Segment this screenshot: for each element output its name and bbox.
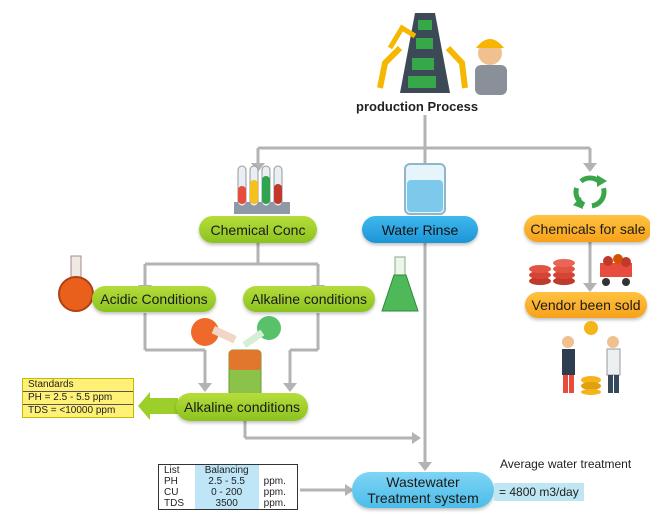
arrow-to-standards <box>138 392 178 420</box>
table-cell: ppm. <box>263 498 286 509</box>
production-process-label: production Process <box>356 99 479 114</box>
factory-robot-icon <box>377 13 507 95</box>
chemicals-for-sale-node[interactable]: Chemicals for sale <box>524 215 650 242</box>
flask-icon <box>58 255 94 312</box>
table-cell: CU <box>164 487 179 498</box>
test-tubes-icon <box>234 165 290 214</box>
mixing-beaker-icon <box>191 316 281 397</box>
chemical-conc-node[interactable]: Chemical Conc <box>199 216 317 243</box>
table-row: CU 0 - 200 ppm. <box>159 487 298 498</box>
flask-icon <box>381 256 419 312</box>
wwt-line1: Wastewater <box>386 474 460 490</box>
table-header-unit <box>259 465 298 477</box>
water-rinse-node[interactable]: Water Rinse <box>362 216 478 243</box>
table-row: PH 2.5 - 5.5 ppm. <box>159 476 298 487</box>
wwt-line2: Treatment system <box>367 490 479 506</box>
acidic-conditions-node[interactable]: Acidic Conditions <box>92 286 216 312</box>
wastewater-treatment-node[interactable]: Wastewater Treatment system <box>352 472 494 508</box>
coins-icon <box>529 259 575 285</box>
table-cell: ppm. <box>263 476 286 487</box>
table-cell: PH <box>164 476 178 487</box>
table-header-list: List <box>164 465 180 476</box>
standards-box: Standards PH = 2.5 - 5.5 ppm TDS = <1000… <box>22 378 134 418</box>
standards-title: Standards <box>28 379 74 390</box>
people-icon <box>562 321 621 395</box>
table-cell: 3500 <box>194 498 259 510</box>
vendor-node[interactable]: Vendor been sold <box>525 292 647 318</box>
balancing-table: List Balancing PH 2.5 - 5.5 ppm. CU 0 - … <box>158 464 298 510</box>
alkaline-conditions-result-node[interactable]: Alkaline conditions <box>176 393 308 421</box>
cart-icon <box>600 254 632 286</box>
table-cell: TDS <box>164 498 184 509</box>
alkaline-conditions-node[interactable]: Alkaline conditions <box>243 286 375 312</box>
table-row: List Balancing <box>159 464 298 477</box>
recycle-icon <box>573 175 607 209</box>
table-cell: 2.5 - 5.5 <box>194 476 259 487</box>
table-header-balancing: Balancing <box>194 464 259 476</box>
table-row: TDS 3500 ppm. <box>159 498 298 510</box>
average-water-label: Average water treatment <box>500 457 632 471</box>
table-cell: ppm. <box>263 487 286 498</box>
average-water-value: = 4800 m3/day <box>494 483 584 501</box>
standards-ph: PH = 2.5 - 5.5 ppm <box>23 391 133 404</box>
standards-tds: TDS = <10000 ppm <box>23 404 133 417</box>
table-cell: 0 - 200 <box>194 487 259 498</box>
beaker-icon <box>404 163 446 215</box>
